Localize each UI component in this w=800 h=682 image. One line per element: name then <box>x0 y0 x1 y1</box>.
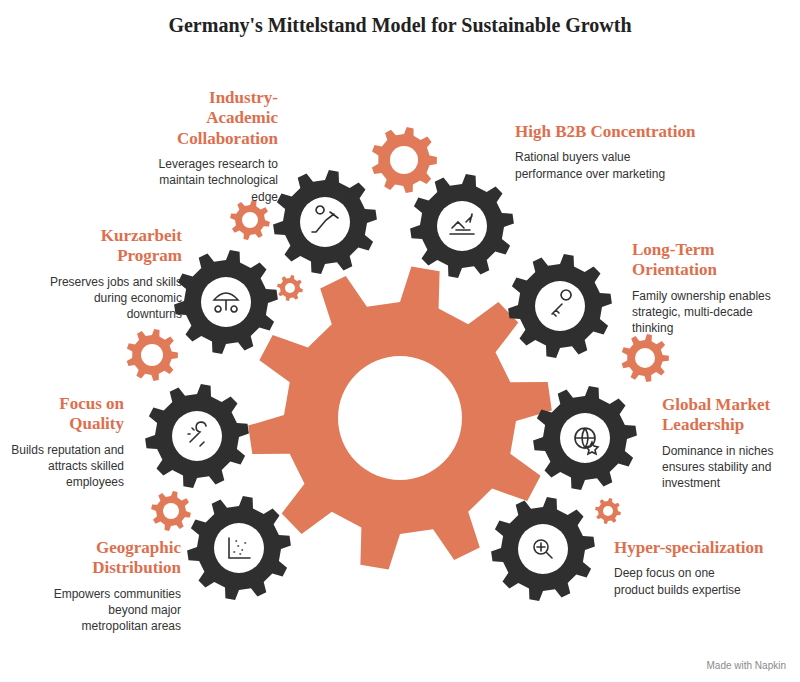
gear-label: Hyper-specializationDeep focus on one pr… <box>614 538 774 598</box>
gear-description: Empowers communities beyond major metrop… <box>49 586 181 635</box>
small-gear <box>595 498 621 524</box>
gear-heading: High B2B Concentration <box>515 122 745 142</box>
dark-gear <box>187 496 291 600</box>
small-gear <box>372 127 437 193</box>
dark-gear <box>410 174 514 278</box>
small-gear <box>230 200 270 240</box>
small-gear <box>277 275 303 301</box>
gear-center <box>300 197 350 247</box>
gear-description: Family ownership enables strategic, mult… <box>632 288 782 337</box>
gear-heading: Industry-Academic Collaboration <box>148 88 278 149</box>
scatter-icon <box>229 538 250 558</box>
gear-heading: Long-Term Orientation <box>632 240 782 281</box>
gear-description: Rational buyers value performance over m… <box>515 149 670 181</box>
dark-gear <box>145 384 249 488</box>
gear-center <box>437 201 487 251</box>
globe-icon <box>575 428 598 454</box>
dark-gear <box>273 170 377 274</box>
gear-label: Industry-Academic CollaborationLeverages… <box>148 88 278 205</box>
gear-label: Geographic DistributionEmpowers communit… <box>31 538 181 634</box>
gear-center <box>214 523 264 573</box>
gear-hole <box>141 344 163 366</box>
small-gear <box>151 491 191 531</box>
gear-center <box>201 277 251 327</box>
gear-label: High B2B ConcentrationRational buyers va… <box>515 122 745 182</box>
gear-heading: Geographic Distribution <box>31 538 181 579</box>
key-icon <box>552 290 571 316</box>
gear-label: Global Market LeadershipDominance in nic… <box>662 395 790 491</box>
dark-gear <box>491 497 595 601</box>
handshake-icon <box>450 214 474 234</box>
gear-heading: Hyper-specialization <box>614 538 774 558</box>
robot-arm-icon <box>312 206 338 232</box>
dark-gear <box>533 386 637 490</box>
gear-description: Leverages research to maintain technolog… <box>154 156 278 205</box>
gear-hole <box>285 283 295 293</box>
gear-hole <box>242 212 258 228</box>
small-gear <box>622 334 669 382</box>
dark-gear <box>174 250 278 354</box>
small-gear <box>127 329 178 381</box>
gear-center <box>518 524 568 574</box>
gear-heading: Global Market Leadership <box>662 395 790 436</box>
gear-description: Preserves jobs and skills during economi… <box>42 274 182 323</box>
gear-description: Deep focus on one product builds experti… <box>614 565 746 597</box>
gear-label: Kurzarbeit ProgramPreserves jobs and ski… <box>42 226 182 322</box>
gear-description: Builds reputation and attracts skilled e… <box>6 442 124 491</box>
gear-hole <box>390 146 418 174</box>
gear-label: Long-Term OrientationFamily ownership en… <box>632 240 782 336</box>
quality-hand-icon <box>188 422 206 446</box>
icons <box>188 206 598 558</box>
magnifier-icon <box>534 540 552 558</box>
diagram-title: Germany's Mittelstand Model for Sustaina… <box>0 14 800 37</box>
gear-heading: Focus on Quality <box>6 394 124 435</box>
gear-hole <box>603 506 613 516</box>
gear-hole <box>163 503 179 519</box>
gear-description: Dominance in niches ensures stability an… <box>662 443 790 492</box>
gear-center <box>535 281 585 331</box>
gear-hole <box>338 356 462 480</box>
dark-gear <box>508 254 612 358</box>
gear-label: Focus on QualityBuilds reputation and at… <box>6 394 124 490</box>
gear-hole <box>635 348 655 368</box>
gear-center <box>560 413 610 463</box>
gear-centers <box>172 197 610 574</box>
watermark: Made with Napkin <box>707 660 786 671</box>
gear-heading: Kurzarbeit Program <box>42 226 182 267</box>
umbrella-icon <box>214 293 238 312</box>
gear-center <box>172 411 222 461</box>
